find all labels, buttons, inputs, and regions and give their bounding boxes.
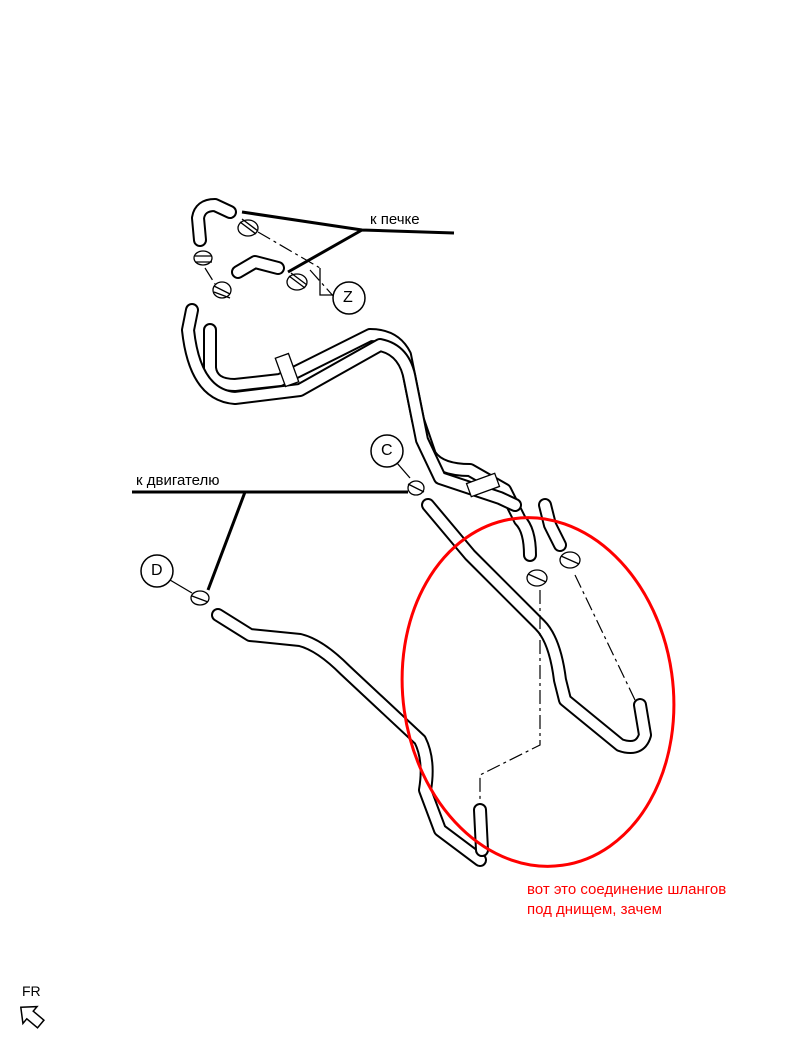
- engine-label: к двигателю: [136, 472, 220, 489]
- callout-c-label: C: [381, 442, 393, 459]
- heater-hose-lower: [231, 255, 285, 279]
- pipe-bracket: [465, 472, 501, 498]
- metal-pipe-bundle: [181, 303, 567, 562]
- assembly-guide-lines: [204, 231, 636, 800]
- front-marker-label: FR: [22, 983, 41, 999]
- annotation-line-1: вот это соединение шлангов: [527, 881, 727, 898]
- callout-z-label: Z: [343, 289, 353, 306]
- callout-d: [140, 554, 193, 594]
- callout-d-label: D: [151, 562, 163, 579]
- heater-leader-lines: [241, 210, 455, 274]
- pipe-bracket: [274, 352, 300, 388]
- hose-clamp: [190, 218, 581, 606]
- engine-leader-lines: [132, 490, 408, 591]
- heater-label: к печке: [370, 211, 420, 228]
- engine-hose-d: [211, 608, 489, 867]
- annotation-line-2: под днищем, зачем: [527, 901, 662, 918]
- front-arrow-icon: [19, 1005, 45, 1029]
- annotation-note: вот это соединение шлангов под днищем, з…: [527, 880, 726, 920]
- highlight-ellipse: [400, 516, 676, 868]
- callout-z: [332, 281, 366, 315]
- engine-hose-c: [421, 498, 652, 754]
- callout-c: [370, 434, 411, 479]
- heater-hose-upper: [191, 198, 237, 247]
